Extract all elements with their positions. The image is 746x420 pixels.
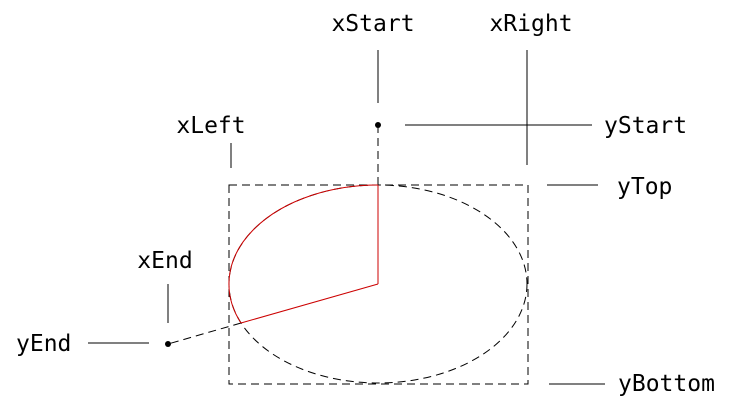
end-ray bbox=[167, 322, 242, 345]
label-xstart: xStart bbox=[331, 11, 414, 37]
label-ytop: yTop bbox=[617, 174, 672, 200]
label-xend: xEnd bbox=[137, 248, 192, 274]
drawn-arc bbox=[228, 184, 379, 324]
arc-end-radius bbox=[240, 283, 379, 324]
label-xleft: xLeft bbox=[176, 113, 245, 139]
label-xright: xRight bbox=[489, 11, 572, 37]
start-point bbox=[375, 122, 381, 128]
label-ybottom: yBottom bbox=[618, 371, 715, 397]
end-point bbox=[165, 341, 171, 347]
label-yend: yEnd bbox=[16, 331, 71, 357]
label-ystart: yStart bbox=[604, 113, 687, 139]
